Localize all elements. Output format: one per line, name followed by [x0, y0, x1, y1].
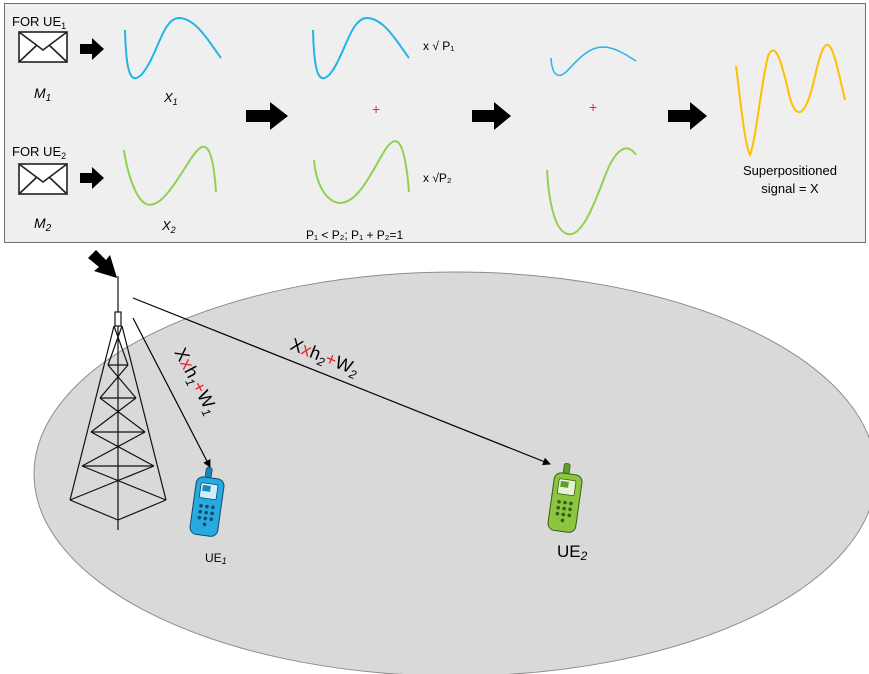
ue1-signal-label: X1 — [163, 90, 178, 107]
right-arrow-icon — [246, 102, 288, 130]
right-arrow-icon — [80, 38, 104, 60]
ue2-signal-wave — [123, 145, 217, 206]
ue1-scaled-wave — [312, 16, 410, 80]
power1-label: x √ P₁ — [423, 39, 454, 53]
right-arrow-icon — [80, 167, 104, 189]
ue1-header: FOR UE1 — [12, 14, 66, 31]
envelope-icon — [18, 31, 68, 63]
superposition-label: Superpositioned — [743, 163, 837, 178]
ue2-scaled-wave — [313, 140, 410, 205]
right-arrow-icon — [472, 102, 511, 130]
ue1-signal-wave — [124, 16, 222, 80]
plus-sign: + — [372, 101, 380, 117]
power-constraint: P₁ < P₂; P₁ + P₂=1 — [306, 228, 403, 242]
coverage-area — [33, 271, 869, 674]
ue2-amplified-wave — [546, 147, 637, 236]
ue2-message-label: M2 — [34, 215, 52, 234]
ue1-message-label: M1 — [34, 85, 51, 104]
link2-equation: Xxh2+W2 — [286, 334, 362, 382]
ue1-label: UE1 — [205, 551, 227, 566]
ue2-label: UE2 — [557, 542, 588, 563]
transmitter-panel — [4, 3, 866, 243]
link-to-ue2 — [132, 297, 551, 466]
ue1-attenuated-wave — [550, 46, 637, 77]
envelope-icon — [18, 163, 68, 195]
tower-icon — [69, 276, 167, 530]
power2-label: x √P₂ — [423, 171, 452, 185]
ue2-signal-label: X2 — [161, 218, 176, 235]
plus-sign: + — [589, 99, 597, 115]
superposition-label: signal = X — [761, 181, 819, 196]
superposed-signal-wave — [735, 43, 846, 158]
right-arrow-icon — [668, 102, 707, 130]
input-arrow-icon — [88, 250, 117, 278]
mobile-phone-icon — [189, 467, 225, 537]
ue2-header: FOR UE2 — [12, 144, 66, 161]
link-to-ue1 — [132, 317, 211, 468]
mobile-phone-icon — [547, 463, 583, 533]
